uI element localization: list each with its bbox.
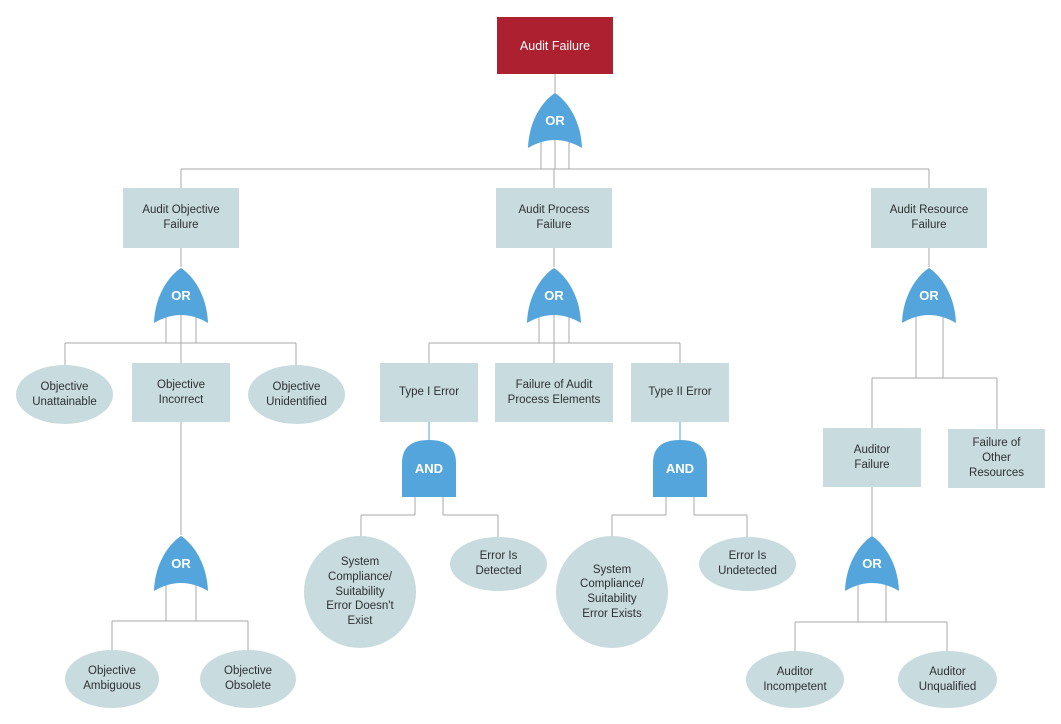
- event-audit-failure: Audit Failure: [497, 17, 613, 74]
- event-label: Audit Objective Failure: [142, 204, 220, 231]
- event-label: Error Is Undetected: [718, 550, 777, 577]
- event-label: System Compliance/ Suitability Error Exi…: [580, 563, 644, 620]
- event-label: Objective Ambiguous: [83, 665, 141, 692]
- event-label: Audit Resource Failure: [889, 204, 969, 231]
- event-objective-incorrect: Objective Incorrect: [132, 363, 230, 422]
- event-audit-process-failure: Audit Process Failure: [496, 188, 612, 248]
- or-gate-icon: [527, 268, 581, 323]
- gate-or-objective-incorrect: OR: [152, 535, 210, 595]
- event-objective-ambiguous: Objective Ambiguous: [65, 650, 159, 708]
- event-objective-unidentified: Objective Unidentified: [248, 365, 345, 424]
- event-auditor-unqualified: Auditor Unqualified: [898, 651, 997, 708]
- gate-label: OR: [544, 287, 564, 303]
- event-label: Auditor Failure: [853, 443, 891, 471]
- or-gate-icon: [528, 93, 582, 148]
- event-label: Failure of Other Resources: [969, 437, 1024, 479]
- or-gate-icon: [845, 536, 899, 591]
- and-gate-icon: [653, 440, 707, 497]
- event-label: Failure of Audit Process Elements: [507, 378, 601, 406]
- event-audit-objective-failure: Audit Objective Failure: [123, 188, 239, 248]
- event-label: Auditor Incompetent: [763, 665, 827, 693]
- event-label: Error Is Detected: [475, 550, 522, 577]
- event-error-is-detected: Error Is Detected: [450, 537, 547, 591]
- event-label: Objective Unattainable: [32, 380, 97, 408]
- event-label: Audit Failure: [519, 38, 591, 53]
- gate-label: OR: [171, 287, 191, 303]
- gate-or-top: OR: [526, 92, 584, 152]
- event-label: Objective Incorrect: [157, 378, 205, 406]
- gate-label: AND: [665, 461, 695, 476]
- or-gate-icon: [902, 268, 956, 323]
- event-failure-of-other-resources: Failure of Other Resources: [948, 429, 1045, 488]
- event-objective-obsolete: Objective Obsolete: [200, 650, 296, 708]
- gate-label: OR: [862, 555, 882, 571]
- event-audit-resource-failure: Audit Resource Failure: [871, 188, 987, 248]
- event-system-error-doesnt-exist: System Compliance/ Suitability Error Doe…: [304, 536, 416, 648]
- gate-label: AND: [414, 461, 444, 476]
- gate-or-resource: OR: [900, 267, 958, 327]
- event-auditor-failure: Auditor Failure: [823, 428, 921, 487]
- event-objective-unattainable: Objective Unattainable: [16, 365, 113, 424]
- or-gate-icon: [154, 536, 208, 591]
- event-label: Type II Error: [648, 386, 712, 399]
- gate-or-process: OR: [525, 267, 583, 327]
- event-failure-of-audit-process-elements: Failure of Audit Process Elements: [495, 363, 613, 422]
- event-type-ii-error: Type II Error: [631, 363, 729, 422]
- gate-label: OR: [919, 287, 939, 303]
- gate-or-auditor: OR: [843, 535, 901, 595]
- event-label: Objective Obsolete: [224, 665, 272, 692]
- gate-and-type-ii: AND: [651, 439, 709, 498]
- gate-and-type-i: AND: [400, 439, 458, 498]
- event-label: System Compliance/ Suitability Error Doe…: [326, 556, 394, 628]
- gate-or-objective: OR: [152, 267, 210, 327]
- and-gate-icon: [402, 440, 456, 497]
- gate-label: OR: [171, 555, 191, 571]
- or-gate-icon: [154, 268, 208, 323]
- event-label: Type I Error: [398, 386, 460, 399]
- event-label: Objective Unidentified: [266, 380, 327, 408]
- event-label: Auditor Unqualified: [918, 665, 977, 693]
- event-error-is-undetected: Error Is Undetected: [699, 537, 796, 591]
- gate-label: OR: [545, 112, 565, 128]
- event-auditor-incompetent: Auditor Incompetent: [746, 651, 844, 708]
- event-system-error-exists: System Compliance/ Suitability Error Exi…: [556, 536, 668, 648]
- event-type-i-error: Type I Error: [380, 363, 478, 422]
- event-label: Audit Process Failure: [518, 204, 590, 231]
